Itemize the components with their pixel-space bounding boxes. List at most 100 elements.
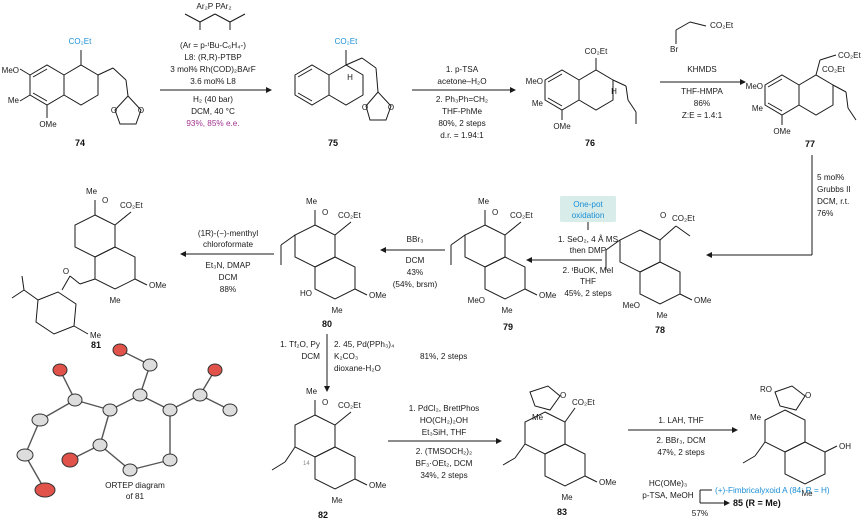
compound-label-76: 76 — [585, 138, 595, 148]
step4-line1: 5 mol% — [817, 173, 844, 182]
me-label-84a: Me — [750, 413, 762, 422]
step6-line1: BBr₃ — [407, 235, 424, 244]
step2-line2: acetone–H₂O — [437, 77, 486, 86]
step1-ar-def: (Ar = p-ᵗBu-C₆H₄-) — [180, 41, 246, 50]
step1-ligand-amount: 3.6 mol% L8 — [190, 77, 236, 86]
step4-line4: 76% — [817, 209, 833, 218]
step9-line1: 1. PdCl₂, BrettPhos — [409, 404, 480, 413]
me-label-81c: Me — [90, 331, 102, 340]
me-label-81: Me — [86, 187, 98, 196]
me-label-82b: Me — [331, 496, 343, 505]
step3-line3: 86% — [694, 99, 710, 108]
bromoacrylate-structure — [675, 21, 707, 44]
o-label-81b: O — [63, 267, 69, 276]
step1-conditions: DCM, 40 °C — [191, 107, 235, 116]
step11-line1: HC(OMe)₃ — [649, 479, 687, 488]
meo-label-74: MeO — [2, 66, 19, 75]
ome-label-79: OMe — [539, 291, 557, 300]
compound-78-structure — [605, 225, 693, 305]
step11-yield: 57% — [692, 509, 708, 518]
step9-line4: 2. (TMSOCH₂)₂ — [416, 447, 472, 456]
compound-82-structure — [271, 400, 368, 490]
step7-line1: (1R)-(−)-menthyl — [198, 229, 258, 238]
ligand-l8-structure — [184, 13, 246, 30]
step6-line3: 43% — [407, 268, 423, 277]
step4-line2: Grubbs II — [817, 185, 851, 194]
me-label-83: Me — [532, 413, 544, 422]
step2-line4: THF-PhMe — [442, 107, 482, 116]
step10-line3: 47%, 2 steps — [657, 448, 704, 457]
co2et-label-76: CO₂Et — [585, 47, 608, 56]
step6-line4: (54%, brsm) — [393, 280, 438, 289]
compound-label-81: 81 — [91, 340, 101, 350]
ome-label-74: OMe — [39, 120, 57, 129]
step5-line5: 45%, 2 steps — [564, 289, 611, 298]
step8-yield: 81%, 2 steps — [420, 352, 467, 361]
h-label-76: H — [611, 87, 617, 96]
co2et-label-77a: CO₂Et — [838, 51, 861, 60]
one-pot-oxidation-box — [560, 196, 616, 222]
ortep-caption-1: ORTEP diagram — [105, 481, 165, 490]
step8-line1: 1. Tf₂O, Py — [280, 340, 321, 349]
ome-label-76: OMe — [553, 122, 571, 131]
compound-80-structure — [280, 210, 368, 300]
step2-line3: 2. Ph₃Ph=CH₂ — [436, 95, 488, 104]
compound-label-79: 79 — [503, 322, 513, 332]
meo-label-77: MeO — [746, 82, 763, 91]
me-label-79b: Me — [501, 306, 513, 315]
step7-line5: 88% — [220, 285, 236, 294]
compound-83-structure — [502, 385, 598, 487]
step11-line2: p-TSA, MeOH — [642, 491, 693, 500]
step10-line2: 2. BBr₃, DCM — [656, 436, 705, 445]
compound-label-80: 80 — [322, 319, 332, 329]
meo-label-78: MeO — [623, 301, 640, 310]
step5-line1: 1. SeO₂, 4 Å MS — [558, 234, 619, 244]
co2et-label-75: CO₂Et — [335, 37, 358, 46]
compound-label-85: 85 (R = Me) — [733, 498, 781, 508]
o-label-79: O — [492, 208, 498, 217]
compound-label-83: 83 — [557, 507, 567, 517]
compound-77-structure — [764, 54, 857, 125]
step3-line4: Z:E = 1.4:1 — [682, 111, 723, 120]
me-label-74: Me — [8, 96, 20, 105]
step3-line2: THF-HMPA — [681, 87, 723, 96]
me-label-82: Me — [306, 387, 318, 396]
me-label-83b: Me — [561, 493, 573, 502]
compound-label-82: 82 — [318, 510, 328, 520]
co2et-label-81: CO₂Et — [120, 201, 143, 210]
compound-label-77: 77 — [805, 139, 815, 149]
step8-line2: DCM — [301, 352, 320, 361]
step9-line3: Et₃SiH, THF — [422, 428, 467, 437]
step1-catalyst: 3 mol% Rh(COD)₂BArF — [170, 65, 256, 74]
ome-label-83: OMe — [599, 478, 617, 487]
compound-label-75: 75 — [328, 138, 338, 148]
o-label-74a: O — [111, 106, 117, 115]
step3-line1: KHMDS — [687, 65, 717, 74]
compound-74-structure — [19, 50, 142, 125]
o-label-75a: O — [362, 103, 368, 112]
co2et-label-78: CO₂Et — [672, 214, 695, 223]
meo-label-79: MeO — [468, 296, 485, 305]
step1-ligand: L8: (R,R)-PTBP — [184, 53, 242, 62]
step8-line4: K₂CO₃ — [334, 352, 358, 361]
step4-line3: DCM, r.t. — [817, 197, 849, 206]
step10-line1: 1. LAH, THF — [658, 416, 703, 425]
oxidation-label: oxidation — [572, 211, 605, 220]
c14-label-82: 14 — [303, 461, 310, 467]
o-label-78: O — [660, 211, 666, 220]
ome-label-77: OMe — [773, 127, 791, 136]
me-label-77: Me — [752, 104, 764, 113]
ome-label-78: OMe — [694, 296, 712, 305]
ortep-caption-2: of 81 — [126, 492, 145, 501]
co2et-label-79: CO₂Et — [510, 211, 533, 220]
step8-line3: 2. 45, Pd(PPh₃)₄ — [334, 340, 395, 349]
reagent-co2et: CO₂Et — [710, 21, 734, 30]
me-label-76: Me — [532, 99, 544, 108]
compound-79-structure — [450, 210, 538, 300]
me-label-80b: Me — [331, 306, 343, 315]
step1-h2: H₂ (40 bar) — [193, 95, 233, 104]
step6-line2: DCM — [406, 256, 425, 265]
compound-label-74: 74 — [75, 138, 85, 148]
step2-line5: 80%, 2 steps — [438, 119, 485, 128]
